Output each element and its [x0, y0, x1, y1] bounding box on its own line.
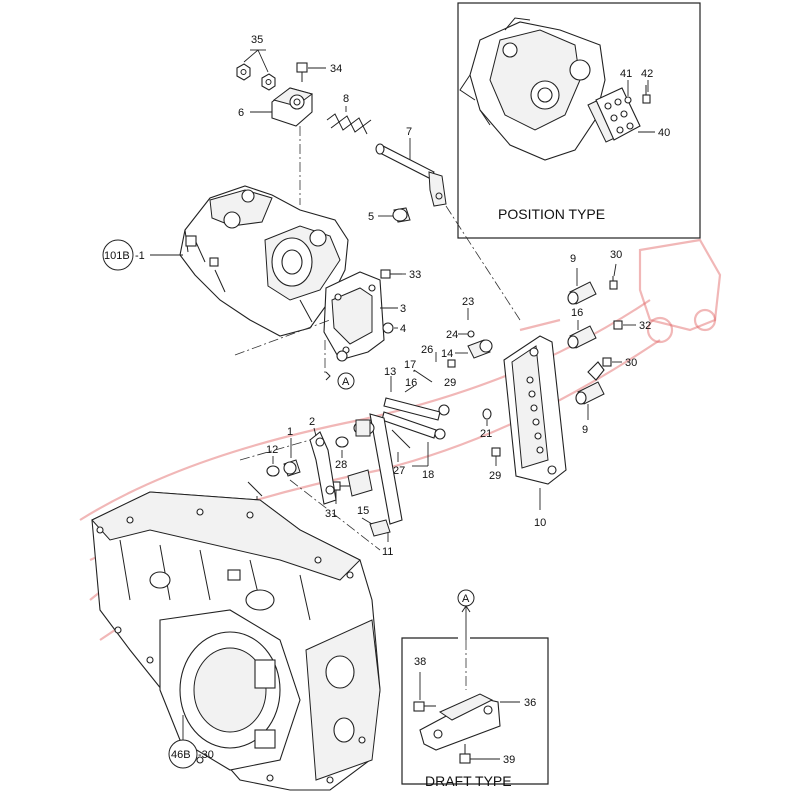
- ref-101b: 101B: [104, 250, 130, 262]
- callout-18: 18: [422, 469, 434, 481]
- bolt-39: [459, 744, 500, 764]
- callout-26: 26: [421, 344, 433, 356]
- callout-13: 13: [384, 366, 396, 378]
- bracket-36: [419, 693, 520, 751]
- callout-7: 7: [406, 126, 412, 138]
- callout-3: 3: [400, 303, 406, 315]
- callout-17: 17: [404, 359, 416, 371]
- callout-11: 11: [382, 546, 393, 558]
- bolt-34: [296, 62, 326, 82]
- callout-24: 24: [446, 329, 458, 341]
- bracket-6: [250, 87, 314, 127]
- shaft-7: [375, 138, 447, 207]
- draft-type-panel: A 36 38 39 DRAFT TYPE: [401, 589, 549, 789]
- lever-2: [309, 427, 337, 505]
- draft-type-title: DRAFT TYPE: [425, 773, 512, 789]
- callout-31: 31: [325, 508, 337, 520]
- bolt-38: [413, 672, 436, 712]
- callout-30-lower: 30: [625, 357, 637, 369]
- callout-8: 8: [343, 93, 349, 105]
- link-plate: [587, 361, 605, 381]
- pins-4: [336, 322, 398, 362]
- bush-15: [361, 517, 391, 537]
- lever-10: [503, 335, 567, 510]
- callout-38: 38: [414, 656, 426, 668]
- pin-24: [458, 330, 475, 338]
- callout-16: 16: [405, 377, 417, 389]
- bolt-29-upper: [447, 359, 456, 368]
- bush-1: [283, 438, 301, 477]
- bolt-30-lower: [602, 357, 622, 367]
- callout-27: 27: [393, 465, 405, 477]
- ref-101b-suffix: -1: [135, 250, 145, 262]
- pin-27: [391, 429, 411, 462]
- bolt-42: [642, 85, 651, 104]
- callout-39: 39: [503, 754, 515, 766]
- callout-9-upper: 9: [570, 253, 576, 265]
- link-arms-18: [381, 397, 450, 467]
- position-type-panel: 41 42 40 POSITION TYPE: [457, 2, 701, 239]
- washer-12: [266, 456, 280, 477]
- bolt-29-lower: [491, 447, 501, 466]
- spring-8: [326, 106, 372, 135]
- clamp-block: [347, 469, 373, 497]
- callout-6: 6: [238, 107, 244, 119]
- callout-2: 2: [309, 416, 315, 428]
- callout-23: 23: [462, 296, 474, 308]
- bush-5: [378, 207, 411, 223]
- bolt-33: [380, 269, 406, 279]
- position-plate-40: [587, 87, 641, 143]
- marker-a-top-label: A: [342, 376, 350, 388]
- callout-40: 40: [658, 127, 670, 139]
- ring-21: [482, 408, 492, 426]
- callout-14: 14: [441, 348, 453, 360]
- callout-35: 35: [251, 34, 263, 46]
- callout-16: 16: [571, 307, 583, 319]
- position-valve-body: [459, 17, 606, 161]
- bolt-30-upper: [609, 263, 618, 290]
- ref-46b-suffix: -30: [198, 749, 214, 761]
- pin-9-lower: [575, 381, 605, 420]
- ref-circle-101b: [102, 239, 134, 271]
- callout-10: 10: [534, 517, 546, 529]
- callout-33: 33: [409, 269, 421, 281]
- callout-30-upper: 30: [610, 249, 622, 261]
- washer-28: [335, 436, 349, 458]
- bolt-32: [613, 320, 636, 330]
- callout-29-lower: 29: [489, 470, 501, 482]
- callout-32: 32: [639, 320, 651, 332]
- callout-29-upper: 29: [444, 377, 456, 389]
- callout-36: 36: [524, 697, 536, 709]
- valve-housing: [179, 185, 349, 337]
- callout-1: 1: [287, 426, 293, 438]
- position-type-title: POSITION TYPE: [498, 206, 605, 222]
- callout-15: 15: [357, 505, 369, 517]
- callout-34: 34: [330, 63, 342, 75]
- transmission-case: [91, 491, 381, 791]
- callout-12: 12: [266, 444, 278, 456]
- callout-4: 4: [400, 323, 406, 335]
- callout-41: 41: [620, 68, 632, 80]
- callout-9-lower: 9: [582, 424, 588, 436]
- callout-5: 5: [368, 211, 374, 223]
- pin-9-upper: [567, 268, 597, 305]
- bush-14: [455, 339, 493, 359]
- nuts-35: [236, 49, 276, 91]
- washer-41: [624, 96, 632, 104]
- marker-a-top: [337, 372, 355, 390]
- pin-16: [567, 320, 597, 349]
- callout-21: 21: [480, 428, 492, 440]
- callout-42: 42: [641, 68, 653, 80]
- marker-a-bottom-label: A: [462, 593, 470, 605]
- ref-46b: 46B: [171, 749, 191, 761]
- pin-17: [413, 369, 433, 383]
- callout-28: 28: [335, 459, 347, 471]
- cover-plate-3: [323, 271, 398, 361]
